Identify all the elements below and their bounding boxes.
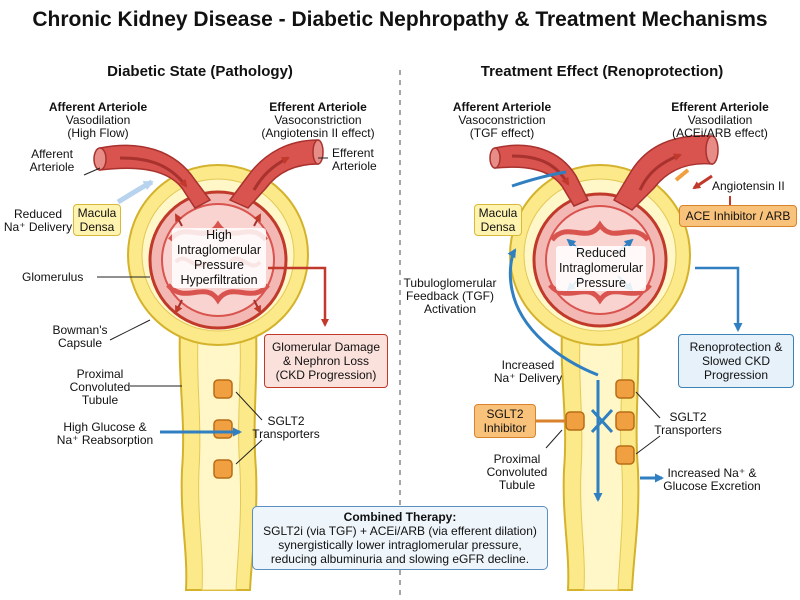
right-reno-1: Renoprotection & — [689, 340, 783, 354]
right-macula-densa-1: Macula — [478, 206, 518, 220]
left-sglt2-transporters — [213, 379, 233, 479]
left-inner-label: High Intraglomerular Pressure Hyperfiltr… — [172, 228, 266, 288]
left-reduced-na-2: Na⁺ Delivery — [3, 220, 73, 234]
left-afferent-sub1: Vasodilation — [65, 113, 131, 127]
right-sglt2-transporters — [565, 379, 635, 465]
right-sglt2-inhibitor-box: SGLT2 Inhibitor — [474, 404, 536, 438]
right-efferent-sub1: Vasodilation — [687, 113, 753, 127]
right-sglt2-1: SGLT2 — [669, 410, 707, 424]
left-macula-densa-2: Densa — [79, 220, 115, 234]
left-afferent-label-1: Afferent — [31, 147, 73, 161]
right-pct-1: Proximal — [493, 452, 541, 466]
right-pct-2: Convoluted — [486, 465, 548, 479]
left-efferent-sub2: (Angiotensin II effect) — [261, 126, 375, 140]
left-pct-1: Proximal — [76, 367, 124, 381]
left-nephron — [83, 139, 329, 591]
combined-line2: synergistically lower intraglomerular pr… — [278, 538, 522, 552]
left-glomerulus-label: Glomerulus — [22, 270, 84, 284]
right-inner-label: Reduced Intraglomerular Pressure — [556, 246, 646, 291]
left-high-glucose-1: High Glucose & — [63, 420, 147, 434]
right-increased-na-1: Increased — [501, 358, 555, 372]
right-nephron — [489, 134, 743, 591]
right-pct-3: Tubule — [498, 478, 536, 492]
left-high-glucose-2: Na⁺ Reabsorption — [56, 433, 154, 447]
left-sglt2-2: Transporters — [252, 427, 320, 441]
combined-therapy-box: Combined Therapy: SGLT2i (via TGF) + ACE… — [252, 506, 548, 570]
left-reduced-na-1: Reduced — [13, 207, 63, 221]
right-tgf-2: Feedback (TGF) — [405, 289, 495, 303]
right-efferent-heading: Efferent Arteriole — [671, 100, 769, 114]
left-inner-3: Pressure — [193, 258, 245, 272]
left-damage-2: & Nephron Loss — [282, 354, 370, 368]
left-pct-2: Convoluted — [69, 380, 131, 394]
combined-line3: reducing albuminuria and slowing eGFR de… — [270, 552, 530, 566]
right-macula-densa-2: Densa — [480, 220, 516, 234]
left-macula-densa-1: Macula — [77, 206, 117, 220]
right-inner-2: Intraglomerular — [558, 261, 644, 275]
right-sglt2i-2: Inhibitor — [483, 421, 527, 435]
left-sglt2-1: SGLT2 — [267, 414, 305, 428]
right-ace-label: ACE Inhibitor / ARB — [685, 209, 791, 223]
combined-line1: SGLT2i (via TGF) + ACEi/ARB (via efferen… — [263, 524, 537, 538]
main-title: Chronic Kidney Disease - Diabetic Nephro… — [32, 8, 768, 31]
left-afferent-label-2: Arteriole — [29, 160, 75, 174]
left-efferent-heading: Efferent Arteriole — [269, 100, 367, 114]
left-damage-3: (CKD Progression) — [275, 368, 377, 382]
left-efferent-label-1: Efferent — [332, 146, 374, 160]
right-increased-na-2: Na⁺ Delivery — [493, 371, 563, 385]
left-afferent-heading: Afferent Arteriole — [48, 100, 148, 114]
left-damage-1: Glomerular Damage — [271, 340, 381, 354]
right-afferent-sub1: Vasoconstriction — [458, 113, 546, 127]
right-angiotensin-label: Angiotensin II — [712, 179, 785, 193]
right-renoprotection-box: Renoprotection & Slowed CKD Progression — [678, 334, 794, 388]
left-afferent-sub2: (High Flow) — [67, 126, 129, 140]
left-damage-box: Glomerular Damage & Nephron Loss (CKD Pr… — [264, 334, 388, 388]
right-tgf-1: Tubuloglomerular — [403, 276, 497, 290]
right-excretion-2: Glucose Excretion — [663, 479, 761, 493]
right-inner-1: Reduced — [575, 246, 627, 260]
right-excretion-1: Increased Na⁺ & — [667, 466, 757, 480]
left-bowmans-2: Capsule — [57, 336, 103, 350]
right-afferent-vessel — [494, 144, 590, 207]
left-inner-1: High — [206, 228, 232, 242]
right-sglt2-2: Transporters — [654, 423, 722, 437]
left-efferent-label-2: Arteriole — [332, 159, 377, 173]
right-macula-densa-box: Macula Densa — [474, 204, 522, 236]
left-pct-3: Tubule — [81, 393, 119, 407]
right-afferent-sub2: (TGF effect) — [469, 126, 535, 140]
left-macula-densa-box: Macula Densa — [73, 204, 121, 236]
left-inner-2: Intraglomerular — [176, 243, 262, 257]
left-efferent-sub1: Vasoconstriction — [274, 113, 362, 127]
left-inner-4: Hyperfiltration — [180, 273, 258, 287]
right-panel-heading: Treatment Effect (Renoprotection) — [480, 63, 724, 80]
left-afferent-vessel — [99, 144, 212, 209]
right-reno-2: Slowed CKD — [701, 354, 771, 368]
right-ace-inhibitor-box: ACE Inhibitor / ARB — [679, 205, 797, 227]
left-bowmans-1: Bowman's — [52, 323, 108, 337]
right-afferent-heading: Afferent Arteriole — [452, 100, 552, 114]
right-sglt2i-1: SGLT2 — [486, 407, 524, 421]
right-tgf-3: Activation — [423, 302, 477, 316]
left-panel-heading: Diabetic State (Pathology) — [107, 63, 293, 80]
right-efferent-sub2: (ACEi/ARB effect) — [672, 126, 768, 140]
right-inner-3: Pressure — [575, 276, 627, 290]
right-reno-3: Progression — [703, 368, 769, 382]
combined-heading: Combined Therapy: — [343, 510, 457, 524]
